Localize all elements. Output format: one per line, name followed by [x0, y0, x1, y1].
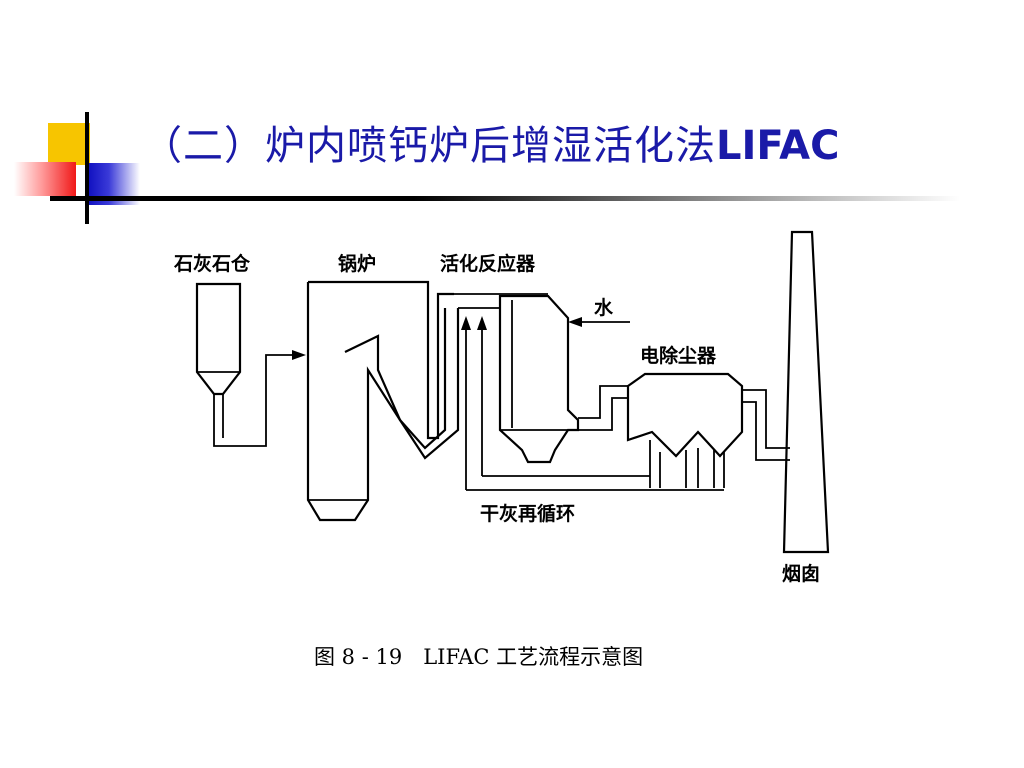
electrostatic-precipitator — [626, 372, 744, 488]
label-esp: 电除尘器 — [640, 344, 717, 367]
label-activation-reactor: 活化反应器 — [440, 252, 536, 275]
activation-reactor — [498, 294, 580, 464]
label-boiler: 锅炉 — [338, 252, 376, 275]
label-limestone-bin: 石灰石仓 — [173, 252, 251, 275]
dry-ash-recycle-line — [466, 475, 724, 491]
label-dry-ash-recycle: 干灰再循环 — [480, 502, 575, 525]
title-underline — [50, 196, 960, 201]
slide-title: （二）炉内喷钙炉后增湿活化法LIFAC — [142, 118, 839, 174]
decor-vertical-line — [85, 112, 89, 224]
title-chinese: （二）炉内喷钙炉后增湿活化法 — [142, 123, 716, 169]
title-lifac: LIFAC — [716, 123, 840, 169]
limestone-feed-pipe — [213, 350, 306, 447]
limestone-bin — [195, 282, 242, 396]
boiler — [306, 280, 460, 522]
reactor-to-esp-duct — [578, 385, 628, 431]
chimney — [782, 230, 830, 554]
water-inlet — [568, 317, 630, 327]
decor-yellow-square — [48, 123, 90, 165]
decor-red-square — [14, 162, 76, 196]
reactor-inlet-ducts — [454, 293, 548, 490]
label-chimney: 烟囱 — [782, 562, 820, 585]
figure-caption: 图 8 - 19 LIFAC 工艺流程示意图 — [314, 645, 643, 669]
label-water: 水 — [594, 297, 614, 319]
esp-to-chimney-duct — [742, 389, 790, 461]
